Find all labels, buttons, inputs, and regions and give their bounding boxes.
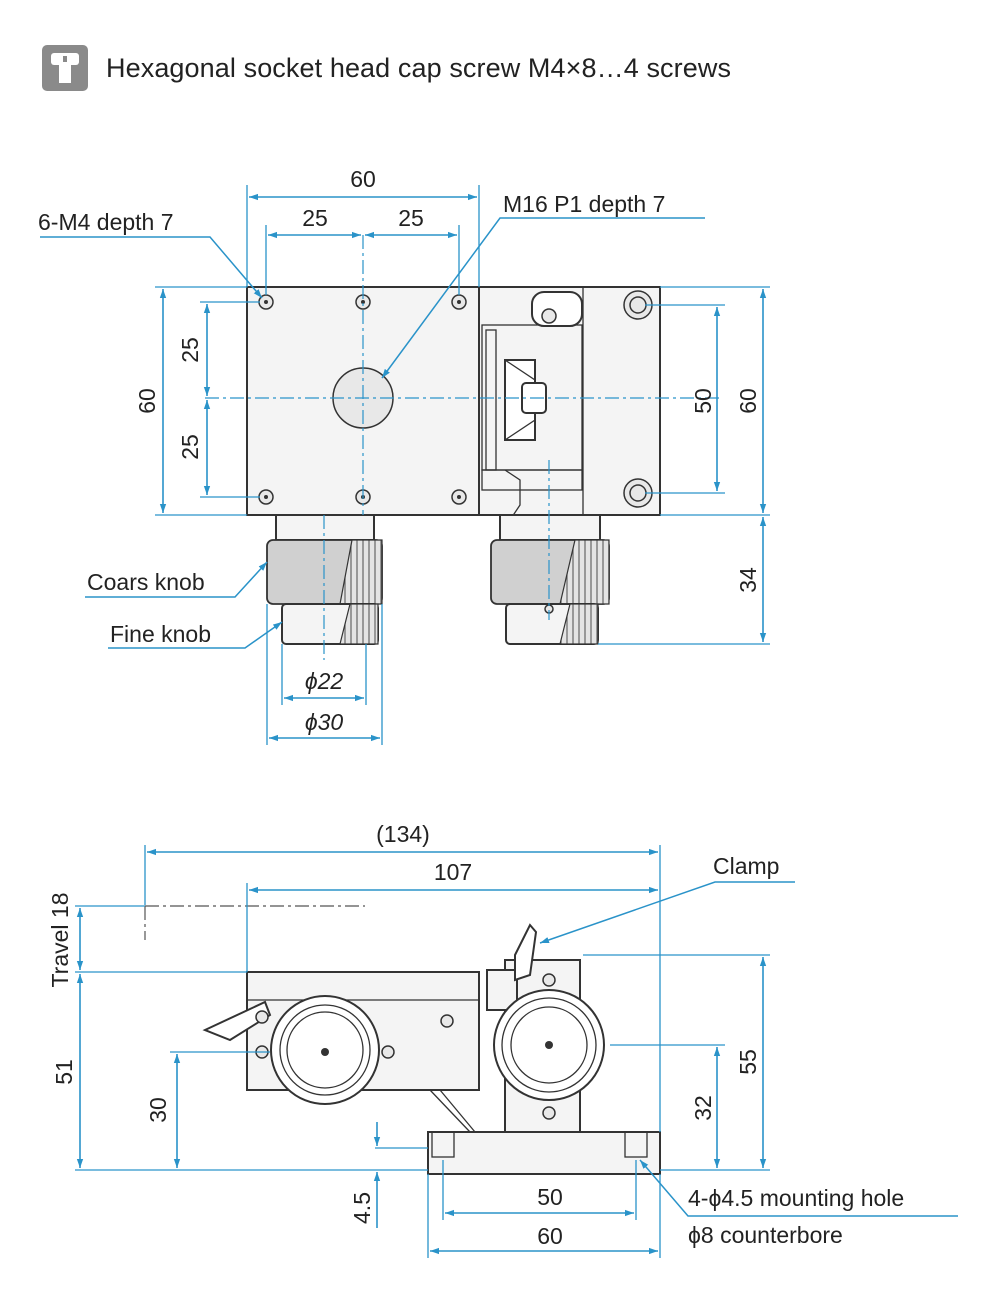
dim-25-left: 25 — [302, 205, 328, 231]
dim-51: 51 — [51, 1059, 77, 1085]
dim-55: 55 — [735, 1049, 761, 1075]
dim-30: 30 — [145, 1097, 171, 1123]
label-clamp: Clamp — [713, 853, 779, 879]
label-coarse-knob: Coars knob — [87, 569, 205, 595]
dim-60-left: 60 — [134, 388, 160, 414]
label-m16-depth: M16 P1 depth 7 — [503, 191, 665, 217]
label-travel-18: Travel 18 — [47, 892, 73, 987]
hex-screw-icon — [42, 45, 88, 91]
dim-32: 32 — [690, 1095, 716, 1121]
side-view: (134) 107 Clamp Travel 18 51 30 55 32 4.… — [47, 821, 958, 1258]
dim-34: 34 — [735, 567, 761, 593]
label-fine-knob: Fine knob — [110, 621, 211, 647]
clamp-lever — [514, 923, 538, 982]
dim-134: (134) — [376, 821, 430, 847]
dim-60: 60 — [537, 1223, 563, 1249]
right-knob — [490, 514, 610, 645]
dim-25-v-lower: 25 — [177, 434, 203, 460]
dim-phi22: ϕ22 — [305, 668, 344, 694]
dim-50: 50 — [537, 1184, 563, 1210]
dim-60-top: 60 — [350, 166, 376, 192]
header-title: Hexagonal socket head cap screw M4×8…4 s… — [106, 52, 732, 83]
dim-4-5: 4.5 — [349, 1192, 375, 1224]
dim-107: 107 — [434, 859, 472, 885]
side-base — [427, 1131, 661, 1175]
dim-60-right: 60 — [735, 388, 761, 414]
m4-holes — [258, 294, 557, 505]
label-mounting-hole: 4-ϕ4.5 mounting hole — [688, 1185, 904, 1211]
label-counterbore: ϕ8 counterbore — [688, 1222, 843, 1248]
dim-phi30: ϕ30 — [305, 709, 344, 735]
dim-50-right: 50 — [690, 388, 716, 414]
dim-25-right: 25 — [398, 205, 424, 231]
header: Hexagonal socket head cap screw M4×8…4 s… — [42, 44, 731, 92]
top-view: 60 25 25 6-M4 depth 7 M16 P1 depth 7 60 … — [38, 166, 770, 745]
dim-25-v-upper: 25 — [177, 337, 203, 363]
label-6m4-depth: 6-M4 depth 7 — [38, 209, 174, 235]
